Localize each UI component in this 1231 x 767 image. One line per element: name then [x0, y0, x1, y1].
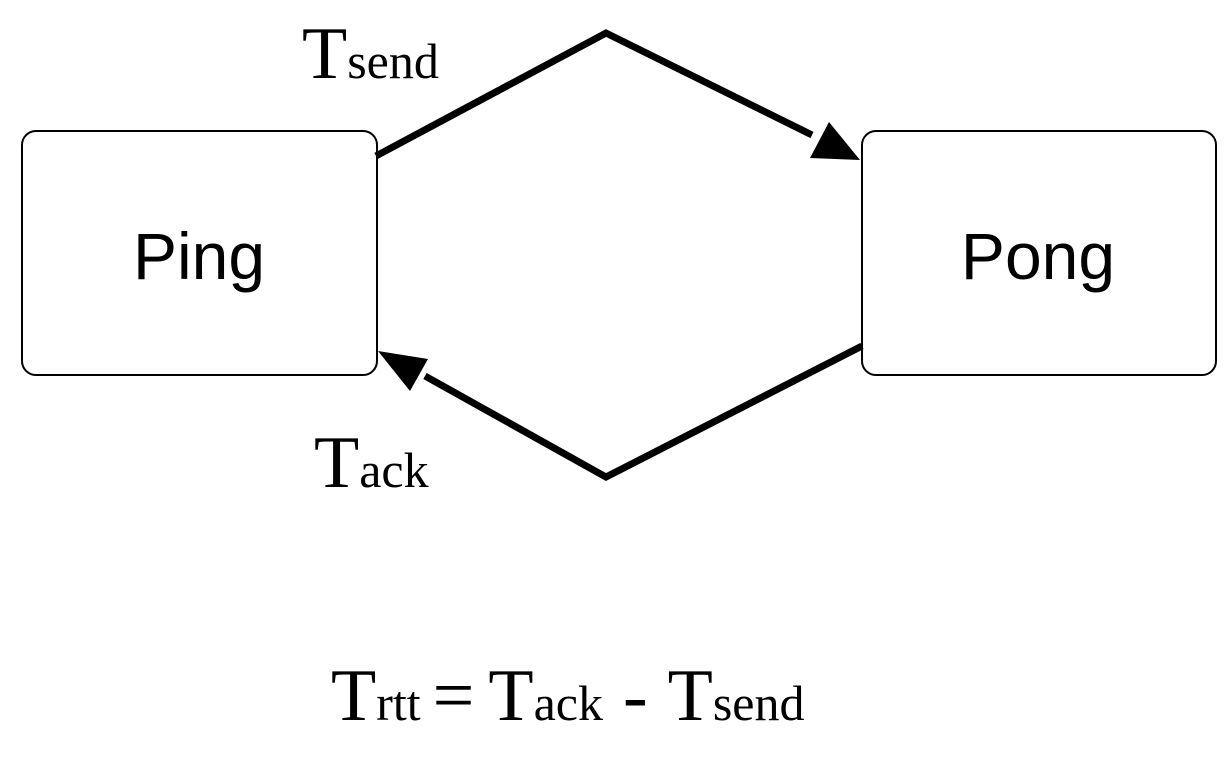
pong-node: Pong — [861, 130, 1217, 376]
formula-minus: - — [623, 655, 648, 737]
formula-term2-sub: send — [713, 675, 805, 731]
send-label-main: T — [302, 13, 347, 95]
send-edge-label: Tsend — [302, 13, 439, 95]
ack-label-main: T — [314, 422, 359, 504]
formula-term1-sub: ack — [534, 675, 603, 731]
ack-edge — [378, 342, 864, 481]
pong-label: Pong — [961, 219, 1115, 293]
ack-edge-label: Tack — [314, 422, 429, 504]
send-arrowhead — [810, 122, 860, 160]
formula-lhs-main: T — [331, 655, 376, 737]
send-label-sub: send — [347, 33, 439, 89]
ping-box — [21, 130, 378, 376]
pong-box — [861, 130, 1217, 376]
ping-label: Ping — [133, 219, 265, 293]
formula-term2-main: T — [668, 655, 713, 737]
formula-equals: = — [433, 655, 475, 737]
ack-line — [423, 342, 864, 481]
ack-label-sub: ack — [359, 442, 428, 498]
formula-lhs-sub: rtt — [376, 675, 421, 731]
send-edge — [374, 29, 860, 160]
rtt-formula: Trtt=Tack-Tsend — [331, 655, 804, 737]
ping-node: Ping — [21, 130, 378, 376]
formula-term1-main: T — [488, 655, 533, 737]
ack-arrowhead — [378, 351, 428, 391]
send-line — [374, 29, 814, 160]
